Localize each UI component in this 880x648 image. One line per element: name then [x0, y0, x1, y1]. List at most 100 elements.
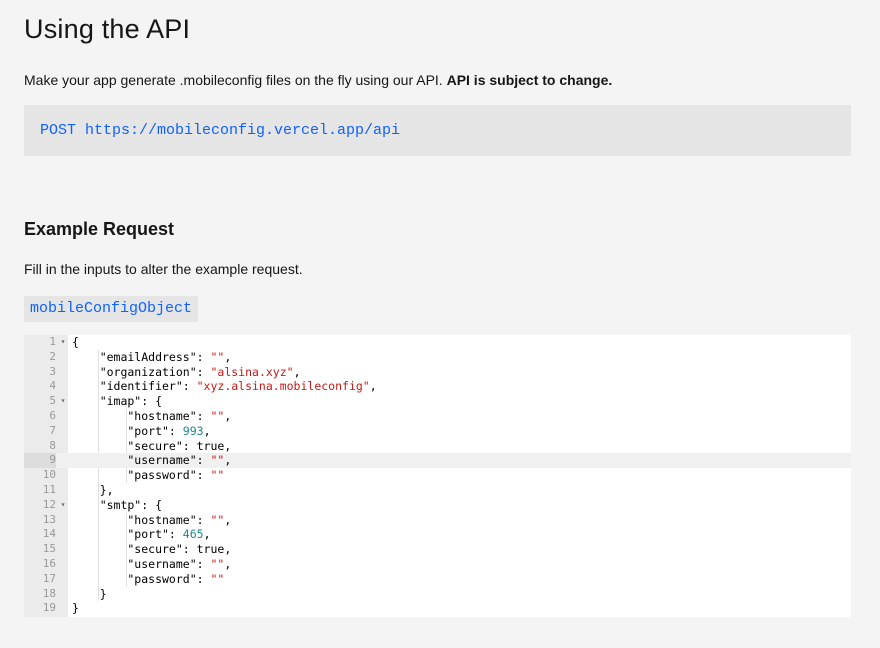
code-text: "hostname": "",	[72, 513, 231, 528]
code-number: 993	[182, 423, 204, 438]
code-text: "secure": true,	[72, 542, 231, 557]
code-line[interactable]: 9 "username": "",	[24, 453, 851, 469]
line-number: 15	[42, 542, 56, 556]
line-number: 7	[49, 423, 56, 437]
code-line[interactable]: 15 "secure": true,	[24, 542, 851, 557]
line-number: 19	[42, 601, 56, 615]
indent-guide	[126, 409, 127, 483]
code-text: "emailAddress": "",	[72, 349, 232, 365]
code-text: "smtp": {	[72, 498, 162, 513]
code-line[interactable]: 6 "hostname": "",	[24, 409, 851, 424]
code-token: "secure": true,	[72, 438, 232, 453]
line-number: 5	[49, 394, 56, 408]
code-line[interactable]: 5 ▾ "imap": {	[24, 394, 851, 409]
example-hint: Fill in the inputs to alter the example …	[24, 261, 303, 277]
code-text: "username": "",	[72, 453, 231, 468]
code-text: "identifier": "xyz.alsina.mobileconfig",	[72, 379, 377, 394]
line-number: 8	[49, 438, 56, 452]
code-token: ,	[224, 556, 232, 571]
line-number: 17	[42, 571, 56, 585]
code-token: "organization":	[72, 364, 211, 379]
code-line[interactable]: 12 ▾ "smtp": {	[24, 498, 851, 513]
code-token: "smtp": {	[72, 497, 163, 512]
code-token: "port":	[72, 527, 183, 542]
code-line[interactable]: 1 ▾ {	[24, 335, 851, 350]
code-token: "username":	[72, 453, 211, 468]
line-number: 1	[49, 335, 56, 348]
fold-arrow-icon[interactable]: ▾	[60, 396, 66, 406]
code-token: "hostname":	[72, 408, 211, 423]
code-token: }	[72, 586, 107, 601]
code-token: "secure": true,	[72, 542, 232, 557]
line-number: 6	[49, 408, 56, 422]
line-number: 2	[49, 349, 56, 363]
code-string: ""	[210, 349, 225, 364]
code-line[interactable]: 18 }	[24, 587, 851, 602]
code-line[interactable]: 11 },	[24, 483, 851, 498]
code-token: "emailAddress":	[72, 349, 211, 364]
code-line[interactable]: 19}	[24, 601, 851, 616]
code-line[interactable]: 3 "organization": "alsina.xyz",	[24, 365, 851, 380]
code-token: {	[72, 335, 79, 349]
code-token: ,	[293, 364, 301, 379]
line-number: 12	[42, 497, 56, 511]
example-request-heading: Example Request	[24, 219, 175, 239]
code-line[interactable]: 10 "password": ""	[24, 468, 851, 483]
code-line[interactable]: 13 "hostname": "",	[24, 513, 851, 528]
code-line[interactable]: 8 "secure": true,	[24, 439, 851, 454]
code-token: "hostname":	[72, 512, 211, 527]
code-text: }	[72, 587, 107, 602]
code-text: "port": 993,	[72, 423, 211, 439]
code-token: ,	[369, 379, 377, 394]
code-token: ,	[224, 349, 232, 364]
code-text: }	[72, 601, 79, 616]
code-token: }	[72, 601, 79, 616]
line-number: 13	[42, 512, 56, 526]
line-number: 4	[49, 379, 56, 393]
intro-text: Make your app generate .mobileconfig fil…	[24, 72, 447, 88]
page-title: Using the API	[24, 14, 191, 44]
code-text: "organization": "alsina.xyz",	[72, 365, 301, 380]
editor-lines[interactable]: 1▾{2 "emailAddress": "",3 "organization"…	[24, 335, 851, 616]
code-token: "username":	[72, 556, 211, 571]
code-line[interactable]: 14 "port": 465,	[24, 527, 851, 542]
line-number: 16	[42, 556, 56, 570]
line-number: 14	[42, 527, 56, 541]
code-token: "password":	[72, 468, 211, 483]
line-number: 10	[42, 468, 56, 482]
code-number: 465	[182, 527, 204, 542]
code-line[interactable]: 16 "username": "",	[24, 557, 851, 572]
fold-arrow-icon[interactable]: ▾	[60, 499, 66, 509]
code-string: ""	[210, 556, 225, 571]
code-token: "port":	[72, 423, 183, 438]
endpoint-code: POST https://mobileconfig.vercel.app/api	[40, 122, 401, 139]
fold-arrow-icon[interactable]: ▾	[60, 337, 66, 346]
object-name-tag: mobileConfigObject	[24, 296, 199, 322]
indent-guide	[126, 512, 127, 587]
code-text: "imap": {	[72, 394, 162, 409]
code-string: ""	[210, 453, 225, 468]
code-line[interactable]: 2 "emailAddress": "",	[24, 350, 851, 365]
code-string: ""	[210, 571, 225, 586]
intro-paragraph: Make your app generate .mobileconfig fil…	[24, 70, 612, 90]
code-string: "alsina.xyz"	[210, 364, 294, 379]
editor-gutter	[24, 335, 68, 617]
code-line[interactable]: 7 "port": 993,	[24, 424, 851, 439]
endpoint-code-block: POST https://mobileconfig.vercel.app/api	[24, 105, 851, 156]
code-line[interactable]: 4 "identifier": "xyz.alsina.mobileconfig…	[24, 379, 851, 394]
code-text: "port": 465,	[72, 527, 211, 542]
code-token: "identifier":	[72, 379, 197, 394]
code-text: {	[72, 335, 79, 350]
code-string: ""	[210, 512, 225, 527]
indent-guide	[98, 349, 99, 602]
code-text: "hostname": "",	[72, 409, 231, 424]
code-token: },	[72, 482, 114, 497]
code-editor[interactable]: 1▾{2 "emailAddress": "",3 "organization"…	[24, 335, 851, 617]
code-token: ,	[203, 423, 211, 438]
code-string: ""	[210, 468, 225, 483]
code-token: ,	[203, 527, 211, 542]
line-number: 18	[42, 586, 56, 600]
code-token: "password":	[72, 571, 211, 586]
code-line[interactable]: 17 "password": ""	[24, 572, 851, 587]
